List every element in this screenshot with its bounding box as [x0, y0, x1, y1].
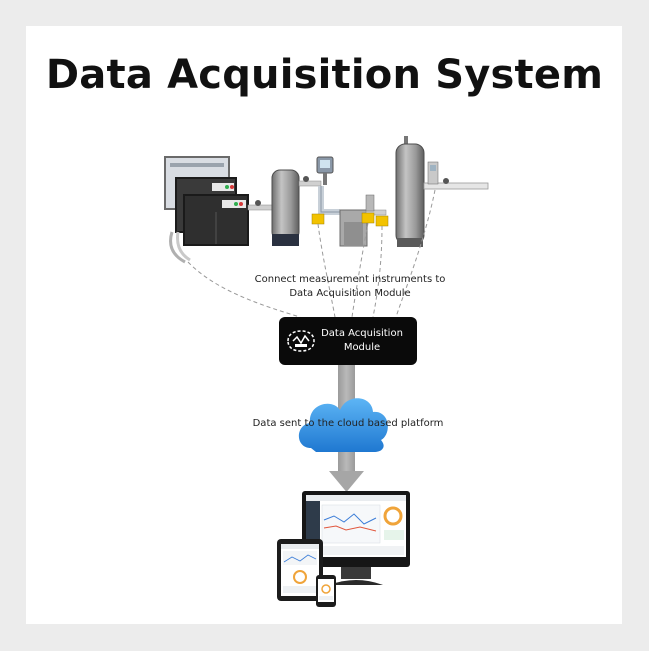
- air-receiver-tank: [271, 169, 322, 246]
- filter-unit: [339, 194, 389, 247]
- cloud-caption: Data sent to the cloud based platform: [252, 418, 444, 429]
- pressure-sensor: [311, 156, 340, 225]
- module-label-line2: Module: [343, 342, 381, 353]
- connect-caption: Connect measurement instruments to Data …: [230, 273, 470, 301]
- module-label: Data Acquisition Module: [312, 327, 412, 355]
- instrument-cables: [187, 189, 436, 318]
- daq-logo-icon: [287, 330, 315, 352]
- tablet: [277, 539, 323, 601]
- cloud-icon: [298, 398, 388, 452]
- connect-caption-line2: Data Acquisition Module: [289, 288, 411, 299]
- connect-caption-line1: Connect measurement instruments to: [254, 274, 446, 285]
- valve-icon: [255, 200, 261, 206]
- vertical-tank: [395, 136, 489, 247]
- pipe-segment: [247, 204, 273, 211]
- page-title: Data Acquisition System: [45, 52, 604, 98]
- module-label-line1: Data Acquisition: [321, 328, 403, 339]
- compressor-units: [164, 156, 249, 264]
- phone: [316, 575, 336, 607]
